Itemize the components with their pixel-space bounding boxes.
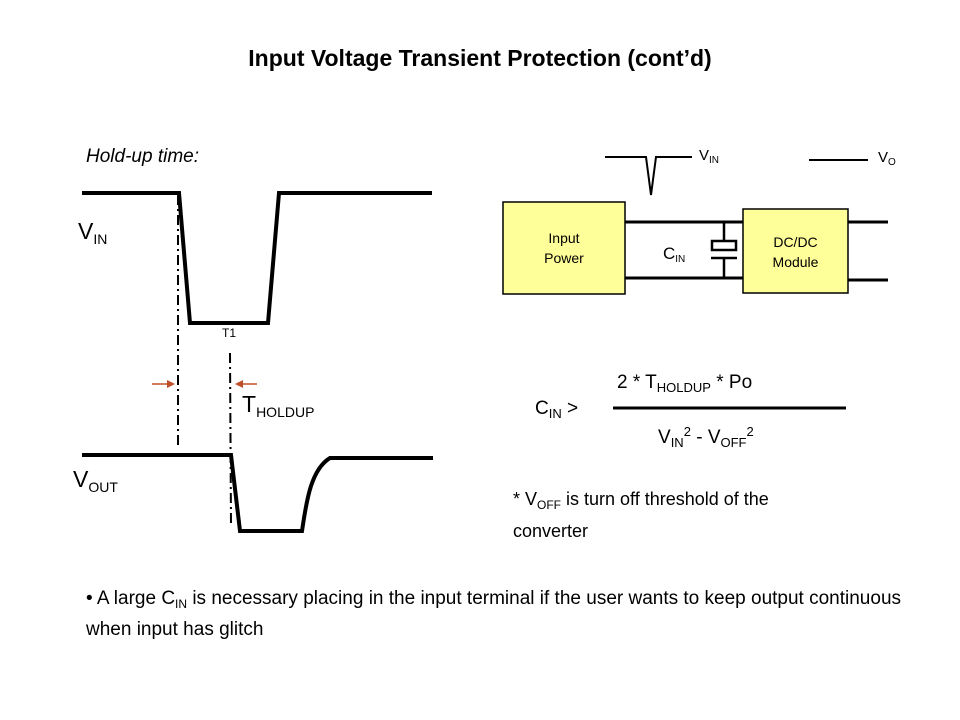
denominator-v1-base: V xyxy=(658,427,671,448)
vout-waveform xyxy=(82,453,433,533)
vin-label-sub: IN xyxy=(93,231,108,247)
denominator-v2-sub: OFF xyxy=(720,435,747,450)
denominator-minus: - xyxy=(690,427,708,448)
bullet-text: • A large CIN is necessary placing in th… xyxy=(86,586,936,643)
vin-glitch-icon xyxy=(605,156,692,196)
capacitor-icon xyxy=(710,222,738,278)
formula-relation: > xyxy=(567,398,579,419)
vout-label-base: V xyxy=(73,466,89,492)
formula-lhs: CIN > xyxy=(535,398,578,421)
tholdup-label: THOLDUP xyxy=(242,391,314,420)
vout-label-sub: OUT xyxy=(88,479,118,495)
t1-label: T1 xyxy=(222,326,237,340)
note-sub: OFF xyxy=(537,498,562,512)
vin-waveform-label: VIN xyxy=(78,218,107,247)
denominator-v2-base: V xyxy=(707,427,721,448)
denominator-v1-sub: IN xyxy=(670,435,684,450)
vo-circuit-label: VO xyxy=(878,149,896,168)
cin-sub: IN xyxy=(675,254,686,265)
dcdc-module-label: DC/DC Module xyxy=(743,232,848,272)
vout-waveform-label: VOUT xyxy=(73,466,118,495)
vin-circuit-base: V xyxy=(699,147,710,164)
formula-denominator: VIN2 - VOFF2 xyxy=(658,424,754,450)
arrow-left-icon xyxy=(235,380,257,388)
dcdc-line1: DC/DC xyxy=(773,234,818,250)
slide-title: Input Voltage Transient Protection (cont… xyxy=(248,45,712,71)
voff-note: * VOFF is turn off threshold of the conv… xyxy=(513,486,833,544)
formula-lhs-sub: IN xyxy=(548,406,562,421)
holdup-section-label: Hold-up time: xyxy=(86,146,199,167)
numerator-sub: HOLDUP xyxy=(656,380,711,395)
cin-base: C xyxy=(663,244,676,263)
numerator-suffix: * Po xyxy=(710,372,753,393)
dcdc-module-box xyxy=(742,208,849,294)
bullet-body: is necessary placing in the input termin… xyxy=(86,588,902,640)
input-power-line1: Input xyxy=(548,230,580,246)
input-power-box xyxy=(502,201,626,295)
vo-sub: O xyxy=(888,157,896,168)
tholdup-sub: HOLDUP xyxy=(256,404,315,420)
note-text: is turn off threshold of the converter xyxy=(513,489,769,541)
denominator-v2-sup: 2 xyxy=(746,424,754,439)
formula-numerator: 2 * THOLDUP * Po xyxy=(617,372,752,395)
cin-circuit-label: CIN xyxy=(663,244,685,265)
input-power-line2: Power xyxy=(544,250,584,266)
arrow-right-icon xyxy=(152,380,175,388)
formula-lhs-base: C xyxy=(535,398,549,419)
bullet-sub: IN xyxy=(175,597,188,611)
reference-line-t1 xyxy=(229,352,232,528)
vin-waveform xyxy=(82,191,432,325)
vin-label-base: V xyxy=(78,218,94,244)
input-power-label: Input Power xyxy=(503,228,625,268)
numerator-prefix: 2 * T xyxy=(617,372,657,393)
vin-circuit-label: VIN xyxy=(699,147,719,166)
tholdup-base: T xyxy=(242,391,257,417)
vin-circuit-sub: IN xyxy=(709,155,720,166)
denominator-v1-sup: 2 xyxy=(683,424,691,439)
vo-base: V xyxy=(878,149,889,166)
note-prefix: * V xyxy=(513,489,538,509)
dcdc-line2: Module xyxy=(772,254,819,270)
bullet-prefix: • A large C xyxy=(86,588,176,609)
